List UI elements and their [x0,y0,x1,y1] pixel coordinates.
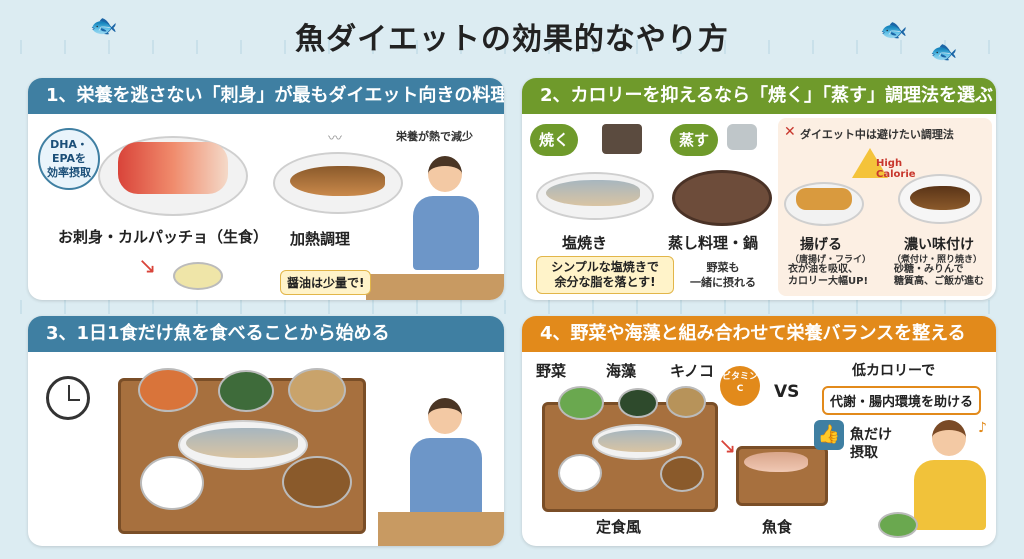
soup-icon [660,456,704,492]
side-dish-icon [138,368,198,412]
grill-label: 塩焼き [562,234,608,252]
panel-cooking-method: 2、カロリーを抑えるなら「焼く」「蒸す」調理法を選ぶ 焼く 塩焼き シンプルな塩… [522,78,996,300]
avoid-title: ダイエット中は避けたい調理法 [800,128,954,141]
simmered-fish-icon [910,186,970,210]
person-icon [428,398,462,434]
stew-icon [288,368,346,412]
fried-food-icon [796,188,852,210]
salmon-icon [744,452,808,472]
panel-balance: 4、野菜や海藻と組み合わせて栄養バランスを整える 野菜 海藻 キノコ ビタミン … [522,316,996,546]
table-icon [378,512,504,546]
vegetable-label: 野菜 [536,362,567,380]
fish-meal-label: 魚食 [762,518,793,536]
panel-heading: 1、栄養を逃さない「刺身」が最もダイエット向きの料理 [28,78,504,114]
fish-icon: 🐟 [880,18,908,43]
table-icon [366,274,504,300]
grilled-fish-icon [546,180,640,206]
rich-note: 砂糖・みりんで 糖質高、ご飯が進む [894,264,984,287]
fish-icon [598,430,676,452]
miso-soup-icon [282,456,352,508]
fry-sub: （唐揚げ・フライ） [790,255,872,265]
grill-note: シンプルな塩焼きで 余分な脂を落とす! [536,256,674,294]
fish-icon: 🐟 [90,14,118,39]
salad-bowl-icon [878,512,918,538]
steamer-icon [727,124,757,150]
benefit-box: 代謝・腸内環境を助ける [822,386,982,415]
vs-label: VS [774,382,800,402]
high-calorie-note: High Calorie [876,158,916,180]
panel-heading: 2、カロリーを抑えるなら「焼く」「蒸す」調理法を選ぶ [522,78,996,114]
warning-icon [852,148,888,178]
fry-note: 衣が油を吸収、 カロリー大幅UP! [788,264,869,287]
soy-dish-icon [173,262,223,290]
seaweed-label: 海藻 [606,362,637,380]
person-body [914,460,986,530]
sashimi-icon [118,142,228,194]
clock-icon [46,376,90,420]
panel-heading: 4、野菜や海藻と組み合わせて栄養バランスを整える [522,316,996,352]
rice-bowl-icon [558,454,602,492]
arrow-icon: ↘ [138,254,157,279]
fish-only-label: 魚だけ 摂取 [850,427,892,461]
greens-icon [218,370,274,412]
panel-heading: 3、1日1食だけ魚を食べることから始める [28,316,504,352]
cooked-fish-icon [290,166,385,196]
steam-tag: 蒸す [670,124,718,156]
grill-icon [602,124,642,154]
steam-note: 野菜も 一緒に摂れる [690,261,756,289]
mushroom-icon [666,386,706,418]
music-note-icon: ♪ [978,420,987,436]
benefit-title: 低カロリーで [852,363,936,379]
salad-icon [558,386,604,420]
person-icon [932,420,966,456]
wave-decoration [0,300,1024,314]
arrow-icon: ↘ [718,434,737,459]
fish-icon: 🐟 [930,40,958,65]
page-title: 魚ダイエットの効果的なやり方 [295,22,729,57]
vitamin-c-badge: ビタミン C [720,366,760,406]
person-icon [428,156,462,192]
soy-note-badge: 醤油は少量で! [280,270,372,295]
nutrient-loss-note: 栄養が熱で減少 [396,130,473,143]
wave-decoration [0,40,1024,54]
thumbs-up-icon: 👍 [814,420,844,450]
set-meal-label: 定食風 [596,518,642,536]
cooked-label: 加熱調理 [290,230,351,248]
rich-label: 濃い味付け [904,237,974,253]
fry-label: 揚げる [800,237,842,253]
rice-bowl-icon [140,456,204,510]
sashimi-label: お刺身・カルパッチョ（生食） [58,228,269,246]
person-body [410,438,482,518]
dha-badge: DHA・ EPAを 効率摂取 [38,128,100,190]
person-body [413,196,479,270]
grill-tag: 焼く [530,124,578,156]
cross-icon: ✕ [784,124,796,140]
panel-sashimi: 1、栄養を逃さない「刺身」が最もダイエット向きの料理 DHA・ EPAを 効率摂… [28,78,504,300]
mackerel-icon [186,428,298,458]
pot-icon [672,170,772,226]
steam-icon: 〰 [328,131,342,147]
seaweed-icon [618,388,658,418]
mushroom-label: キノコ [670,362,714,380]
panel-one-meal: 3、1日1食だけ魚を食べることから始める [28,316,504,546]
rich-sub: （煮付け・照り焼き） [892,255,983,265]
steam-label: 蒸し料理・鍋 [668,234,759,252]
